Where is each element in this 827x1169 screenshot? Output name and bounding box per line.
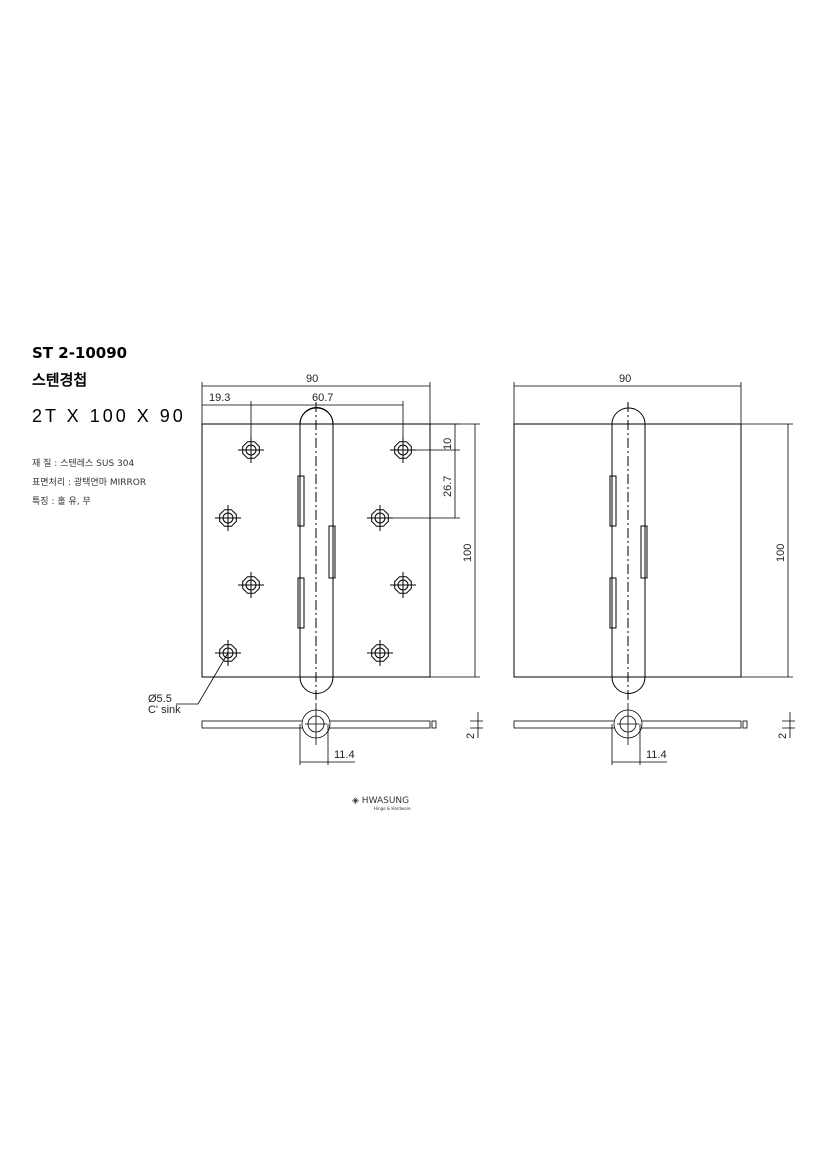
spec-material: 재 질 : 스텐레스 SUS 304 [32,459,135,469]
logo-diamond-icon: ◈ [352,796,359,806]
dim-width-2: 90 [619,373,631,385]
brand-logo: ◈ HWASUNG Hinge & Hardware [352,796,411,811]
dim-hole-type: C' sink [148,704,181,716]
hinge-front-view-holes [201,402,431,700]
part-name: 스텐경첩 [32,371,88,389]
logo-brand: HWASUNG [361,796,410,806]
dim-offset: 19.3 [209,392,230,404]
dim-width: 90 [306,373,318,385]
dim-spacing: 60.7 [312,392,333,404]
part-size: 2T X 100 X 90 [32,406,186,426]
screw-hole [215,505,241,531]
dim-height: 100 [462,544,474,562]
dim-pitch: 26.7 [442,476,454,497]
part-code: ST 2-10090 [32,344,128,362]
screw-hole [367,640,393,666]
logo-tagline: Hinge & Hardware [374,806,411,811]
dim-hole: Ø5.5 [148,693,172,705]
spec-feature: 특징 : 홀 유, 무 [32,497,91,507]
dim-knuckle: 11.4 [334,749,355,761]
dim-knuckle-2: 11.4 [646,749,667,761]
screw-hole [238,572,264,598]
hinge-front-view-plain [513,402,742,700]
dim-thickness-2: 2 [777,733,789,739]
spec-finish: 표면처리 : 광택연마 MIRROR [32,478,147,488]
dim-top: 10 [442,438,454,450]
dim-thickness: 2 [465,733,477,739]
dim-height-2: 100 [775,544,787,562]
screw-hole [390,572,416,598]
